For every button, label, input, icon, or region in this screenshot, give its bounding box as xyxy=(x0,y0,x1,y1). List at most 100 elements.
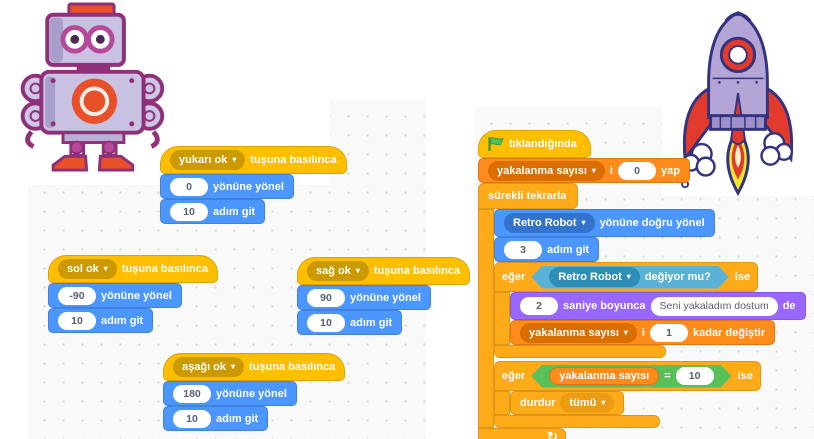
variable-dropdown[interactable]: yakalanma sayısı ▾ xyxy=(488,160,605,181)
when-key-pressed-hat[interactable]: sağ ok ▾ tuşuna basılınca xyxy=(297,257,471,285)
equals-condition[interactable]: yakalanma sayısı = 10 xyxy=(531,365,731,388)
dropdown-caret-icon: ▾ xyxy=(601,398,606,407)
move-label: adım git xyxy=(547,243,590,256)
loop-arrow-icon: ↻ xyxy=(547,428,558,439)
rocket-drawing xyxy=(681,11,794,196)
if-spine xyxy=(494,391,510,415)
move-label: adım git xyxy=(216,412,259,425)
key-dropdown-value: sol ok xyxy=(67,263,99,275)
script-down-arrow: aşağı ok ▾ tuşuna basılınca 180 yönüne y… xyxy=(163,353,346,431)
stop-label: durdur xyxy=(520,397,556,409)
when-flag-clicked-hat[interactable]: tıklandığında xyxy=(478,130,591,158)
when-key-pressed-hat[interactable]: aşağı ok ▾ tuşuna basılınca xyxy=(163,353,346,381)
variable-dropdown-value: yakalanma sayısı xyxy=(497,164,587,177)
when-key-label: tuşuna basılınca xyxy=(250,154,337,166)
steps-input[interactable]: 10 xyxy=(307,313,345,332)
point-in-direction-block[interactable]: 180 yönüne yönel xyxy=(163,381,297,406)
steps-input[interactable]: 10 xyxy=(173,409,211,428)
move-label: adım git xyxy=(213,205,256,218)
point-in-direction-block[interactable]: -90 yönüne yönel xyxy=(48,283,182,308)
stop-block[interactable]: durdur tümü ▾ xyxy=(510,391,625,415)
then-label: ise xyxy=(734,271,751,283)
if-label: eğer xyxy=(502,271,526,283)
say-message-input[interactable]: Seni yakaladım dostum xyxy=(650,296,778,316)
if-equal-header[interactable]: eğer yakalanma sayısı = 10 ise xyxy=(494,361,761,391)
steps-input[interactable]: 10 xyxy=(170,202,208,221)
variable-dropdown[interactable]: yakalanma sayısı ▾ xyxy=(520,322,637,343)
when-key-pressed-hat[interactable]: yukarı ok ▾ tuşuna basılınca xyxy=(160,146,347,174)
if-label: eğer xyxy=(502,370,526,382)
move-steps-block[interactable]: 10 adım git xyxy=(297,310,403,335)
touching-target-dropdown[interactable]: Retro Robot ▾ xyxy=(549,267,640,287)
direction-input[interactable]: 90 xyxy=(307,288,345,307)
steps-input[interactable]: 3 xyxy=(504,240,542,259)
key-dropdown-value: aşağı ok xyxy=(182,361,227,373)
when-key-label: tuşuna basılınca xyxy=(373,265,461,277)
change-value-input[interactable]: 1 xyxy=(649,323,688,342)
change-label: kadar değiştir xyxy=(692,326,766,339)
point-towards-label: yönüne doğru yönel xyxy=(599,217,705,229)
dropdown-caret-icon: ▾ xyxy=(232,155,237,164)
set-value-input[interactable]: 0 xyxy=(617,161,656,180)
script-main-chase: tıklandığında yakalanma sayısı ▾ i 0 yap… xyxy=(478,130,806,439)
if-spine xyxy=(494,292,510,345)
direction-input[interactable]: 0 xyxy=(170,177,208,196)
dropdown-caret-icon: ▾ xyxy=(591,165,596,175)
touching-condition[interactable]: Retro Robot ▾ değiyor mu? xyxy=(531,266,729,289)
then-label: ise xyxy=(737,370,753,382)
point-in-direction-block[interactable]: 0 yönüne yönel xyxy=(160,174,294,199)
dropdown-caret-icon: ▾ xyxy=(581,218,586,227)
move-steps-block[interactable]: 10 adım git xyxy=(163,406,269,431)
seconds-input[interactable]: 2 xyxy=(520,297,558,315)
key-dropdown-value: yukarı ok xyxy=(179,154,228,166)
script-up-arrow: yukarı ok ▾ tuşuna basılınca 0 yönüne yö… xyxy=(160,146,347,224)
point-label: yönüne yönel xyxy=(101,289,172,302)
retro-robot-drawing xyxy=(20,2,165,172)
forever-block[interactable]: sürekli tekrarla Retro Robot ▾ yönüne do… xyxy=(478,183,806,439)
when-key-pressed-hat[interactable]: sol ok ▾ tuşuna basılınca xyxy=(48,255,219,283)
move-steps-block[interactable]: 10 adım git xyxy=(48,308,154,333)
direction-input[interactable]: 180 xyxy=(173,384,211,403)
move-steps-block[interactable]: 3 adım git xyxy=(494,237,600,262)
target-dropdown[interactable]: Retro Robot ▾ xyxy=(504,213,595,233)
when-key-label: tuşuna basılınca xyxy=(121,263,209,275)
change-variable-block[interactable]: yakalanma sayısı ▾ i 1 kadar değiştir xyxy=(510,320,776,345)
if-equal-block[interactable]: eğer yakalanma sayısı = 10 ise xyxy=(494,361,761,428)
dropdown-caret-icon: ▾ xyxy=(355,266,360,275)
dropdown-caret-icon: ▾ xyxy=(626,272,631,281)
forever-header[interactable]: sürekli tekrarla xyxy=(478,183,578,209)
if-touching-header[interactable]: eğer Retro Robot ▾ değiyor mu? ise xyxy=(494,262,759,292)
script-right-arrow: sağ ok ▾ tuşuna basılınca 90 yönüne yöne… xyxy=(297,257,471,335)
variable-dropdown-value: yakalanma sayısı xyxy=(529,326,619,339)
if-touching-footer xyxy=(494,345,666,358)
key-dropdown[interactable]: sağ ok ▾ xyxy=(307,261,369,281)
equals-value-input[interactable]: 10 xyxy=(676,367,714,385)
forever-footer: ↻ xyxy=(478,428,566,439)
direction-input[interactable]: -90 xyxy=(58,286,96,305)
key-dropdown[interactable]: aşağı ok ▾ xyxy=(173,357,245,377)
when-key-label: tuşuna basılınca xyxy=(249,361,336,373)
steps-input[interactable]: 10 xyxy=(58,311,96,330)
say-mid-label: saniye boyunca xyxy=(563,300,646,312)
point-in-direction-block[interactable]: 90 yönüne yönel xyxy=(297,285,431,310)
key-dropdown-value: sağ ok xyxy=(316,265,351,277)
move-steps-block[interactable]: 10 adım git xyxy=(160,199,266,224)
touching-label: değiyor mu? xyxy=(644,271,711,283)
key-dropdown[interactable]: yukarı ok ▾ xyxy=(170,150,246,170)
key-dropdown[interactable]: sol ok ▾ xyxy=(58,259,117,279)
move-label: adım git xyxy=(350,316,393,329)
set-variable-block[interactable]: yakalanma sayısı ▾ i 0 yap xyxy=(478,158,690,183)
if-touching-block[interactable]: eğer Retro Robot ▾ değiyor mu? ise xyxy=(494,262,806,358)
touching-target-value: Retro Robot xyxy=(558,271,622,283)
forever-label: sürekli tekrarla xyxy=(488,190,567,202)
dropdown-caret-icon: ▾ xyxy=(623,327,628,337)
variable-reporter[interactable]: yakalanma sayısı xyxy=(549,367,659,385)
stop-option-value: tümü xyxy=(569,397,597,409)
set-label: yap xyxy=(660,164,680,177)
stop-option-dropdown[interactable]: tümü ▾ xyxy=(560,393,615,413)
move-label: adım git xyxy=(101,314,144,327)
point-towards-block[interactable]: Retro Robot ▾ yönüne doğru yönel xyxy=(494,209,715,237)
point-label: yönüne yönel xyxy=(216,387,287,400)
particle-label: i xyxy=(609,164,613,177)
say-for-seconds-block[interactable]: 2 saniye boyunca Seni yakaladım dostum d… xyxy=(510,292,806,320)
